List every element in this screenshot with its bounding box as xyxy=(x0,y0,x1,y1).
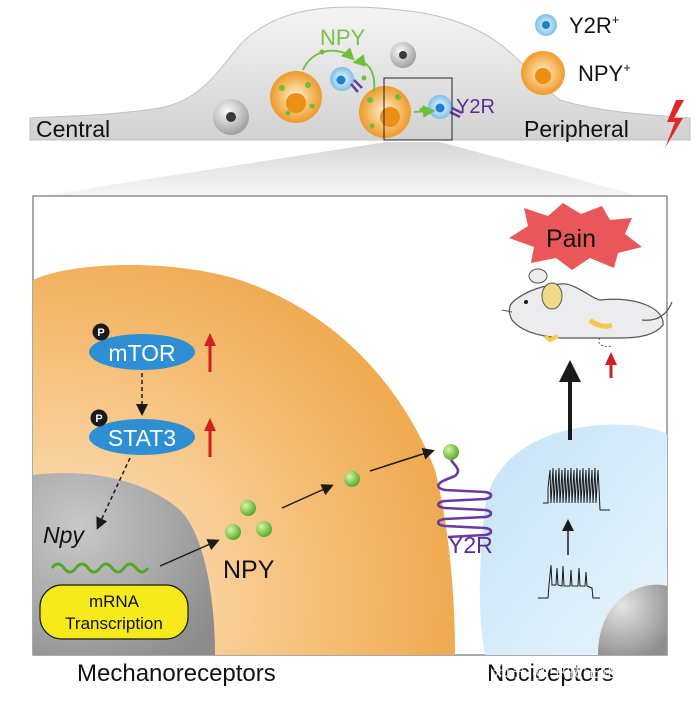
high-frequency-firing-trace xyxy=(543,467,610,511)
mouse-illustration xyxy=(501,268,673,347)
mtor-label: mTOR xyxy=(108,340,175,366)
stimulus-up-arrow-icon xyxy=(605,352,617,365)
transcription-line1: mRNA xyxy=(89,592,140,611)
npy-mrna-wave xyxy=(50,562,150,574)
y2r-positive-neuron xyxy=(330,67,363,93)
mrna-transcription-box: mRNA Transcription xyxy=(39,584,189,640)
legend-npy-superscript: + xyxy=(623,60,631,75)
mtor-node: mTOR P xyxy=(89,323,216,372)
zoom-projection xyxy=(40,142,640,196)
legend-y2r-superscript: + xyxy=(612,12,620,27)
nociceptor-cell xyxy=(479,424,667,655)
mechanoreceptors-label: Mechanoreceptors xyxy=(77,660,276,687)
drg-y2r-label: Y2R xyxy=(456,96,495,118)
legend: Y2R+ NPY+ xyxy=(521,12,631,95)
lightning-bolt-icon xyxy=(665,100,684,148)
legend-y2r-text: Y2R xyxy=(569,13,612,38)
stat3-node: STAT3 P xyxy=(89,409,216,457)
peripheral-label: Peripheral xyxy=(524,116,629,142)
npy-peptide-cluster xyxy=(225,500,272,540)
npy-positive-neuron xyxy=(270,71,322,123)
mtor-phospho-label: P xyxy=(97,327,104,339)
stat3-label: STAT3 xyxy=(108,425,176,451)
npy-gene-label: Npy xyxy=(43,522,85,548)
stat3-phospho-label: P xyxy=(95,413,102,425)
svg-text:Y2R+: Y2R+ xyxy=(569,12,619,38)
pain-burst: Pain xyxy=(509,203,642,270)
nociceptors-label: Nociceptors xyxy=(487,660,614,687)
mrna-to-npy-arrow xyxy=(159,539,220,567)
stat3-to-npy-gene-arrow xyxy=(96,457,131,530)
mtor-phospho-icon xyxy=(92,323,110,341)
legend-npy-text: NPY xyxy=(578,61,624,86)
nociceptor-nucleus xyxy=(598,584,667,655)
legend-item-y2r: Y2R+ xyxy=(535,12,619,38)
legend-item-npy: NPY+ xyxy=(521,51,631,95)
svg-text:NPY+: NPY+ xyxy=(578,60,631,86)
y2r-receptor xyxy=(436,459,493,539)
bound-npy-peptide xyxy=(443,444,459,460)
drg-hill-shape xyxy=(29,6,691,141)
npy-secretion-arrow xyxy=(281,484,334,509)
npy-signal-arrow xyxy=(352,54,376,93)
mtor-ellipse xyxy=(89,334,195,370)
central-label: Central xyxy=(36,116,110,142)
low-frequency-firing-trace xyxy=(538,564,600,599)
npy-positive-neuron xyxy=(359,86,411,138)
drg-npy-label: NPY xyxy=(320,25,366,50)
pain-label: Pain xyxy=(546,225,596,253)
stat3-ellipse xyxy=(89,419,195,455)
gray-neuron xyxy=(390,42,416,68)
secreted-npy-peptide xyxy=(344,471,360,487)
drg-overview: Central Peripheral xyxy=(29,6,691,148)
y2r-receptor-label: Y2R xyxy=(448,532,493,558)
gray-neuron xyxy=(213,99,249,135)
pain-burst-shape xyxy=(509,203,642,270)
npy-to-receptor-arrow xyxy=(369,448,435,472)
npy-peptide-label: NPY xyxy=(223,556,275,584)
watermark: 知乎 @中肽生化 xyxy=(493,662,617,681)
stat3-phospho-icon xyxy=(90,409,108,427)
zoom-box xyxy=(383,77,453,141)
npy-signal-arrow xyxy=(302,47,355,71)
transcription-line2: Transcription xyxy=(65,614,163,633)
